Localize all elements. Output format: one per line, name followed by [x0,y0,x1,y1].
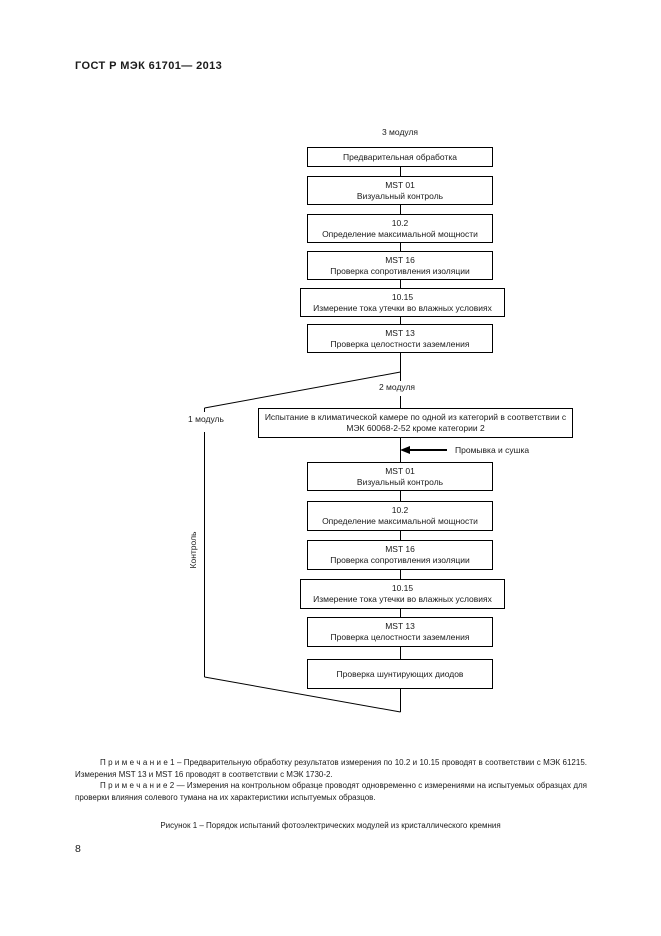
flow-node-wet-leakage-2: 10.15 Измерение тока утечки во влажных у… [300,579,505,609]
node-code: MST 13 [385,621,415,631]
node-title: Визуальный контроль [356,190,444,201]
flow-node-pretreatment: Предварительная обработка [307,147,493,167]
left-arrowhead-icon [400,446,410,454]
node-code: 10.15 [391,291,414,302]
figure-caption: Рисунок 1 – Порядок испытаний фотоэлектр… [160,821,501,830]
node-code: MST 01 [385,179,415,190]
node-title: Предварительная обработка [343,151,457,162]
flow-node-bypass-diodes: Проверка шунтирующих диодов [307,659,493,689]
node-code: MST 01 [385,465,415,476]
flow-node-ground-continuity: MST 13 Проверка целостности заземления [307,324,493,353]
label-three-modules: 3 модуля [381,127,419,137]
label-one-module: 1 модуль [188,414,224,424]
flow-node-climatic-chamber: Испытание в климатической камере по одно… [258,408,573,438]
node-title: Измерение тока утечки во влажных условия… [313,302,492,313]
node-code: 10.15 [391,583,414,593]
node-code: 10.2 [391,505,409,515]
node-title: Проверка целостности заземления [330,338,470,349]
flow-node-wet-leakage: 10.15 Измерение тока утечки во влажных у… [300,288,505,317]
label-wash-and-dry: Промывка и сушка [455,445,530,455]
node-code: MST 13 [385,327,415,338]
node-title: Определение максимальной мощности [322,516,478,526]
flow-node-insulation-2: MST 16 Проверка сопротивления изоляции [307,540,493,570]
document-header: ГОСТ Р МЭК 61701— 2013 [75,60,223,72]
node-title: Проверка целостности заземления [330,632,470,642]
note-1: П р и м е ч а н и е 1 – Предварительную … [75,758,587,779]
flow-node-mst01-visual-2: MST 01 Визуальный контроль [307,462,493,491]
node-title: Определение максимальной мощности [322,228,478,239]
note-2: П р и м е ч а н и е 2 — Измерения на кон… [75,781,587,802]
flow-node-max-power-2: 10.2 Определение максимальной мощности [307,501,493,531]
node-title: Испытание в климатической камере по одно… [264,412,567,433]
node-code: MST 16 [385,544,415,554]
node-title: Проверка шунтирующих диодов [336,668,464,679]
flow-node-insulation: MST 16 Проверка сопротивления изоляции [307,251,493,280]
node-title: Проверка сопротивления изоляции [330,265,470,276]
node-code: 10.2 [391,217,409,228]
figure-notes: П р и м е ч а н и е 1 – Предварительную … [75,757,587,803]
label-control: Контроль [188,531,198,569]
node-title: Измерение тока утечки во влажных условия… [313,594,492,604]
label-two-modules: 2 модуля [378,382,416,392]
node-title: Визуальный контроль [356,476,444,487]
flow-node-mst01-visual: MST 01 Визуальный контроль [307,176,493,205]
flow-node-ground-continuity-2: MST 13 Проверка целостности заземления [307,617,493,647]
flow-node-max-power: 10.2 Определение максимальной мощности [307,214,493,243]
node-code: MST 16 [385,254,415,265]
page-number: 8 [75,843,81,855]
node-title: Проверка сопротивления изоляции [330,555,470,565]
